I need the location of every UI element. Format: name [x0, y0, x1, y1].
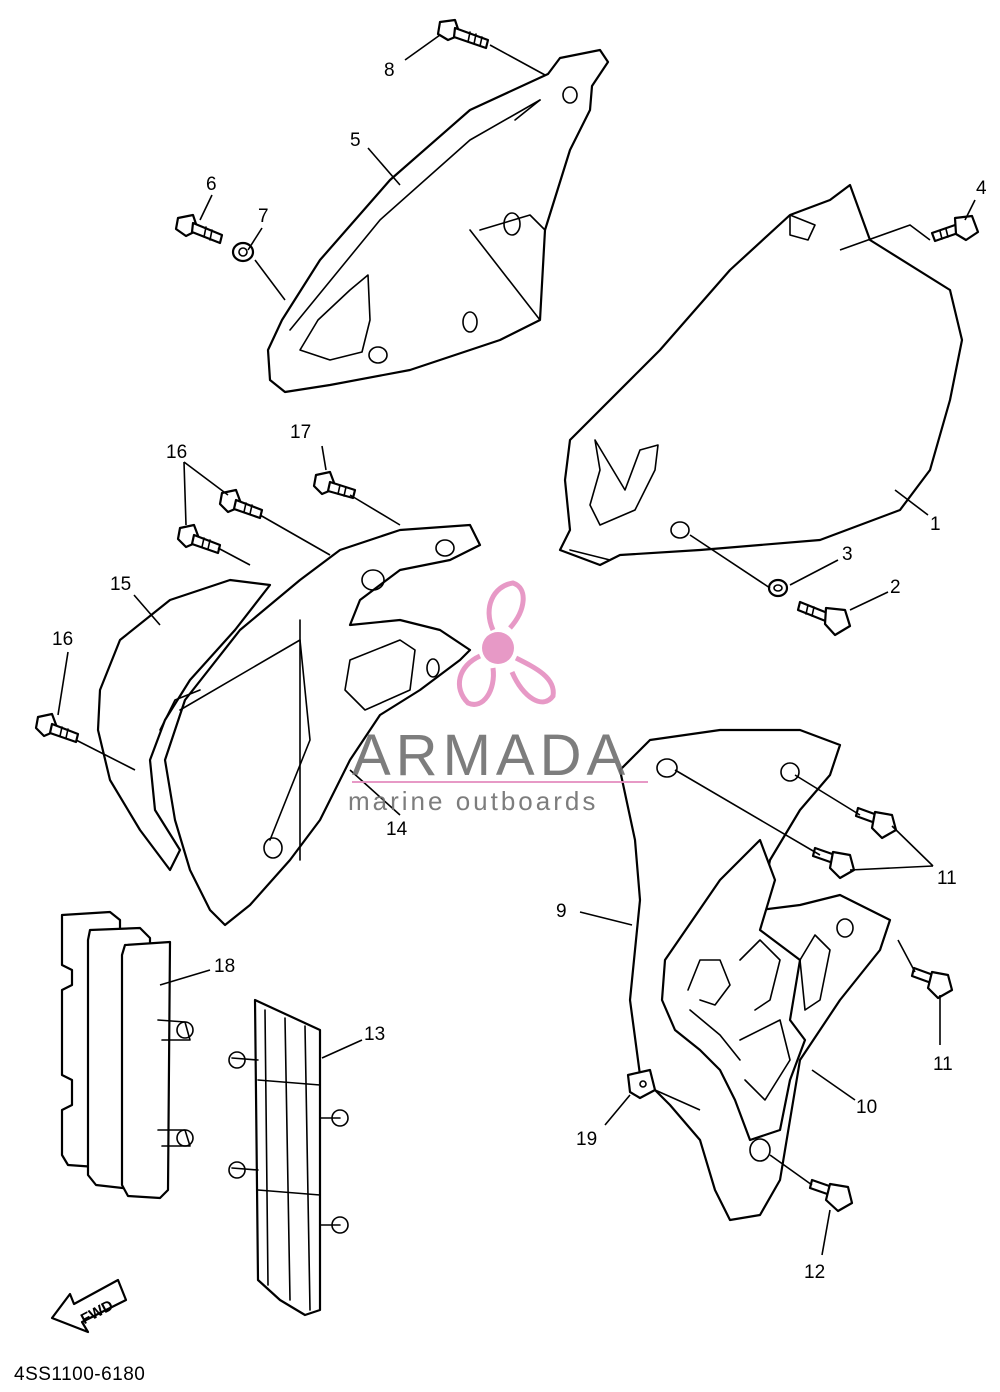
callout-3: 3	[842, 544, 853, 565]
callout-2: 2	[890, 577, 901, 598]
armada-watermark: ARMADA marine outboards	[348, 580, 648, 816]
callout-4: 4	[976, 178, 987, 199]
bolt-12	[808, 1178, 854, 1213]
part-15-scoop-side	[96, 578, 272, 872]
callout-15: 15	[110, 574, 131, 595]
bolt-16-lower	[176, 523, 222, 555]
diagram-code: 4SS1100-6180	[14, 1364, 145, 1385]
part-13-louver-guard	[228, 998, 349, 1317]
callout-17: 16	[52, 629, 73, 650]
callout-10: 10	[856, 1097, 877, 1118]
callout-11-upper: 11	[937, 868, 957, 889]
callout-16-left: 16	[166, 442, 187, 463]
bolt-17	[34, 712, 80, 744]
bolt-11-mid	[811, 846, 856, 880]
washer-7	[231, 241, 255, 263]
part-5-upper-panel	[266, 48, 610, 394]
callout-7: 7	[258, 206, 269, 227]
callout-13: 13	[364, 1024, 385, 1045]
washer-3	[767, 578, 789, 598]
bolt-2	[796, 600, 852, 637]
part-14-radiator-scoop	[163, 523, 482, 927]
callout-11-lower: 11	[933, 1054, 953, 1075]
watermark-brand: ARMADA	[352, 723, 630, 788]
bolt-6	[174, 213, 224, 245]
propeller-logo-icon	[457, 580, 556, 707]
callout-8: 8	[384, 60, 395, 81]
callout-5: 5	[350, 130, 361, 151]
bolt-16-mid	[218, 488, 264, 520]
fwd-arrow-icon: FWD	[50, 1278, 128, 1334]
part-18-radiator-guard	[60, 910, 194, 1200]
watermark-tagline: marine outboards	[348, 786, 598, 816]
callout-14: 14	[386, 819, 408, 840]
bolt-16-upper	[312, 470, 357, 500]
leader-lines	[57, 34, 976, 1256]
bolt-4	[930, 214, 980, 243]
part-19-clip-nut	[626, 1068, 657, 1100]
callout-12: 12	[804, 1262, 825, 1283]
bolt-11-upper	[854, 806, 898, 840]
callout-9: 9	[556, 901, 567, 922]
callout-19: 19	[576, 1129, 597, 1150]
part-10-graphic-decal	[660, 838, 807, 1142]
callout-18: 18	[214, 956, 235, 977]
callout-6: 6	[206, 174, 217, 195]
bolt-8	[436, 18, 490, 50]
callout-1: 1	[930, 514, 941, 535]
callout-labels: 8 5 6 7 4 1 3 2 17 16 15 16 14 9 11 18 1…	[52, 60, 987, 1283]
callout-16-upper: 17	[290, 422, 311, 443]
bolt-11-lower	[910, 966, 954, 1000]
part-1-side-cover	[558, 183, 964, 567]
